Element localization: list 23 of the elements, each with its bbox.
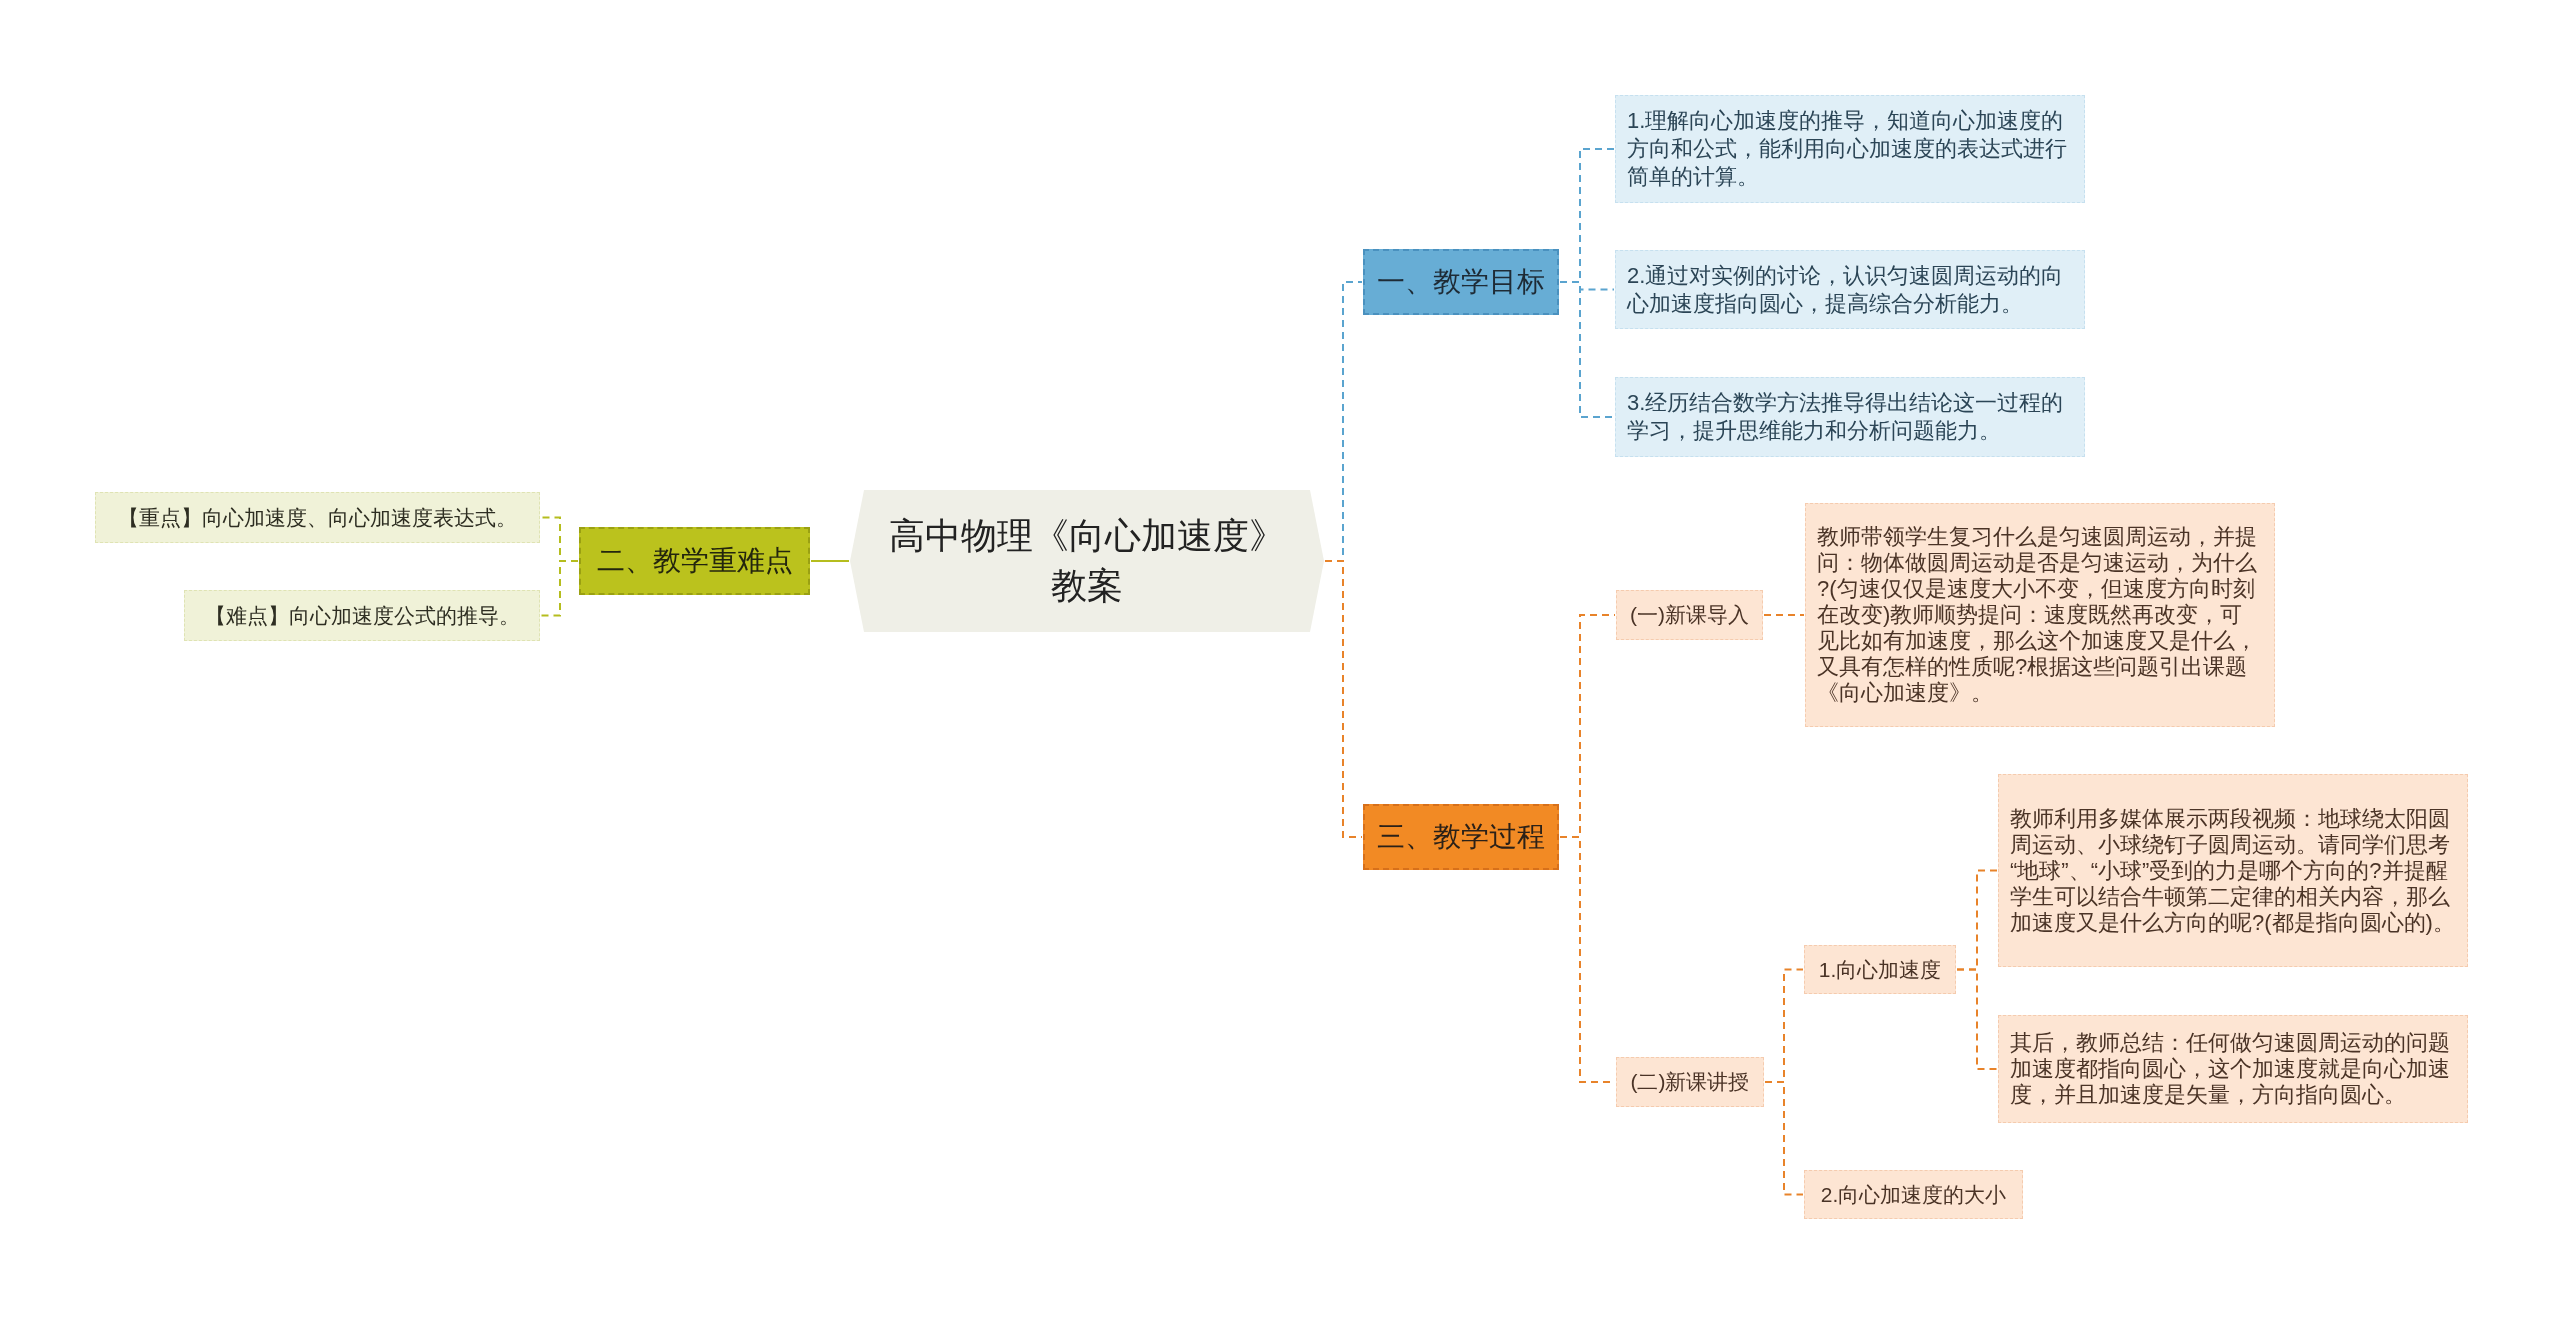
connector-line <box>1956 968 1998 1070</box>
note-card: 【难点】向心加速度公式的推导。 <box>184 590 540 641</box>
subtopic: 2.向心加速度的大小 <box>1804 1170 2023 1219</box>
subtopic: 1.向心加速度 <box>1804 945 1956 994</box>
main-topic: 二、教学重难点 <box>579 527 810 595</box>
note-card: 2.通过对实例的讨论，认识匀速圆周运动的向心加速度指向圆心，提高综合分析能力。 <box>1615 250 2085 329</box>
connector-line <box>1324 560 1363 838</box>
note-card: 1.理解向心加速度的推导，知道向心加速度的方向和公式，能利用向心加速度的表达式进行简单的计算。 <box>1615 95 2085 203</box>
subtopic: (二)新课讲授 <box>1616 1057 1764 1107</box>
connector-line <box>810 560 850 562</box>
central-topic: 高中物理《向心加速度》教案 <box>850 490 1324 632</box>
note-card: 3.经历结合数学方法推导得出结论这一过程的学习，提升思维能力和分析问题能力。 <box>1615 377 2085 457</box>
connector-line <box>1763 614 1805 616</box>
note-card: 其后，教师总结：任何做匀速圆周运动的问题加速度都指向圆心，这个加速度就是向心加速度，并且加速度是矢量，方向指向圆心。 <box>1998 1015 2468 1123</box>
connector-line <box>540 560 579 617</box>
note-card: 教师利用多媒体展示两段视频：地球绕太阳圆周运动、小球绕钉子圆周运动。请同学们思考“地球”、“小球”受到的力是哪个方向的?并提醒学生可以结合牛顿第二定律的相关内容，那么加速度又是什么方向的呢?(都是指向圆心的)。 <box>1998 774 2468 967</box>
main-topic: 三、教学过程 <box>1363 804 1559 870</box>
note-card: 教师带领学生复习什么是匀速圆周运动，并提问：物体做圆周运动是否是匀速运动，为什么?(匀速仅仅是速度大小不变，但速度方向时刻在改变)教师顺势提问：速度既然再改变，可见比如有加速度，那么这个加速度又是什么，又具有怎样的性质呢?根据这些问题引出课题《向心加速度》。 <box>1805 503 2275 727</box>
connector-line <box>1559 281 1615 418</box>
connector-line <box>1764 1081 1804 1196</box>
note-card: 【重点】向心加速度、向心加速度表达式。 <box>95 492 540 543</box>
subtopic: (一)新课导入 <box>1616 590 1763 640</box>
main-topic: 一、教学目标 <box>1363 249 1559 315</box>
